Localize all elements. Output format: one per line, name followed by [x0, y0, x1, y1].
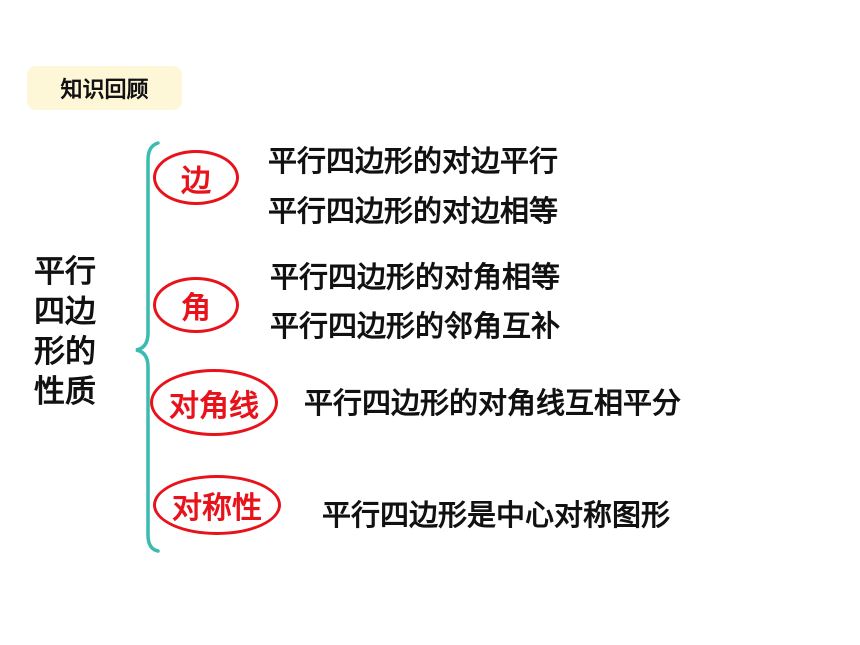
- property-symmetry-central: 平行四边形是中心对称图形: [322, 498, 671, 532]
- topic-line-2: 四边: [34, 294, 96, 330]
- property-edges-equal: 平行四边形的对边相等: [268, 194, 559, 228]
- property-edges-parallel: 平行四边形的对边平行: [268, 144, 559, 178]
- topic-title: 平行 四边 形的 性质: [34, 252, 114, 412]
- topic-line-3: 形的: [34, 334, 96, 370]
- property-angles-adjacent-supplementary: 平行四边形的邻角互补: [270, 309, 561, 343]
- section-tag: 知识回顾: [27, 66, 182, 110]
- topic-line-4: 性质: [34, 374, 96, 410]
- oval-label-angles: 角: [153, 277, 239, 333]
- property-diagonals-bisect: 平行四边形的对角线互相平分: [304, 386, 682, 420]
- property-angles-opposite-equal: 平行四边形的对角相等: [270, 260, 561, 294]
- oval-label-diagonals: 对角线: [150, 369, 278, 436]
- topic-line-1: 平行: [34, 254, 96, 290]
- oval-label-symmetry: 对称性: [153, 475, 281, 535]
- oval-label-edges: 边: [153, 150, 239, 205]
